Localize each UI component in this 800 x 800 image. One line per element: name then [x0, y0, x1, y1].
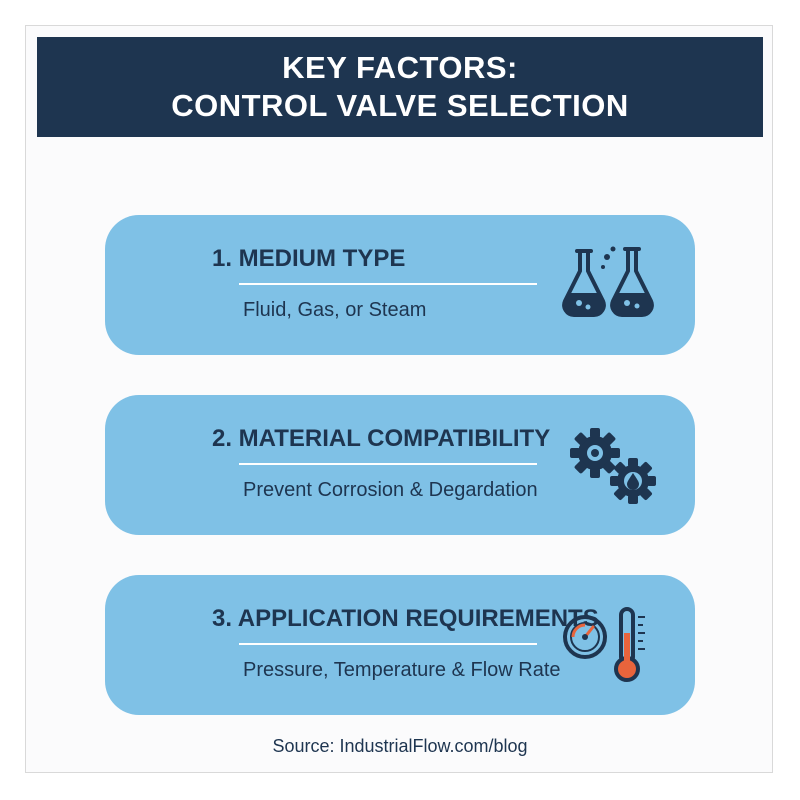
- header-banner: KEY FACTORS: CONTROL VALVE SELECTION: [37, 37, 763, 137]
- card-title: 2. MATERIAL COMPATIBILITY: [212, 425, 551, 452]
- thermometer-icon: [614, 607, 645, 682]
- factor-card-material-compatibility: 2. MATERIAL COMPATIBILITY Prevent Corros…: [105, 395, 695, 535]
- flasks-icon: [562, 246, 654, 317]
- source-credit: Source: IndustrialFlow.com/blog: [272, 736, 528, 756]
- factor-card-application-requirements: 3. APPLICATION REQUIREMENTS Pressure, Te…: [105, 575, 695, 715]
- card-title: 1. MEDIUM TYPE: [212, 245, 406, 272]
- card-description: Fluid, Gas, or Steam: [243, 299, 427, 321]
- header-title-line-2: CONTROL VALVE SELECTION: [171, 88, 629, 123]
- divider: [239, 643, 537, 645]
- gauge-thermometer-icon: [563, 607, 645, 682]
- card-title: 3. APPLICATION REQUIREMENTS: [212, 605, 599, 632]
- gears-icon: [570, 428, 656, 504]
- divider: [239, 463, 537, 465]
- card-description: Prevent Corrosion & Degardation: [243, 479, 538, 501]
- factor-card-medium-type: 1. MEDIUM TYPE Fluid, Gas, or Steam: [105, 215, 695, 355]
- divider: [239, 283, 537, 285]
- pressure-gauge-icon: [563, 615, 607, 659]
- header-title-line-1: KEY FACTORS:: [282, 50, 518, 85]
- card-description: Pressure, Temperature & Flow Rate: [243, 659, 561, 681]
